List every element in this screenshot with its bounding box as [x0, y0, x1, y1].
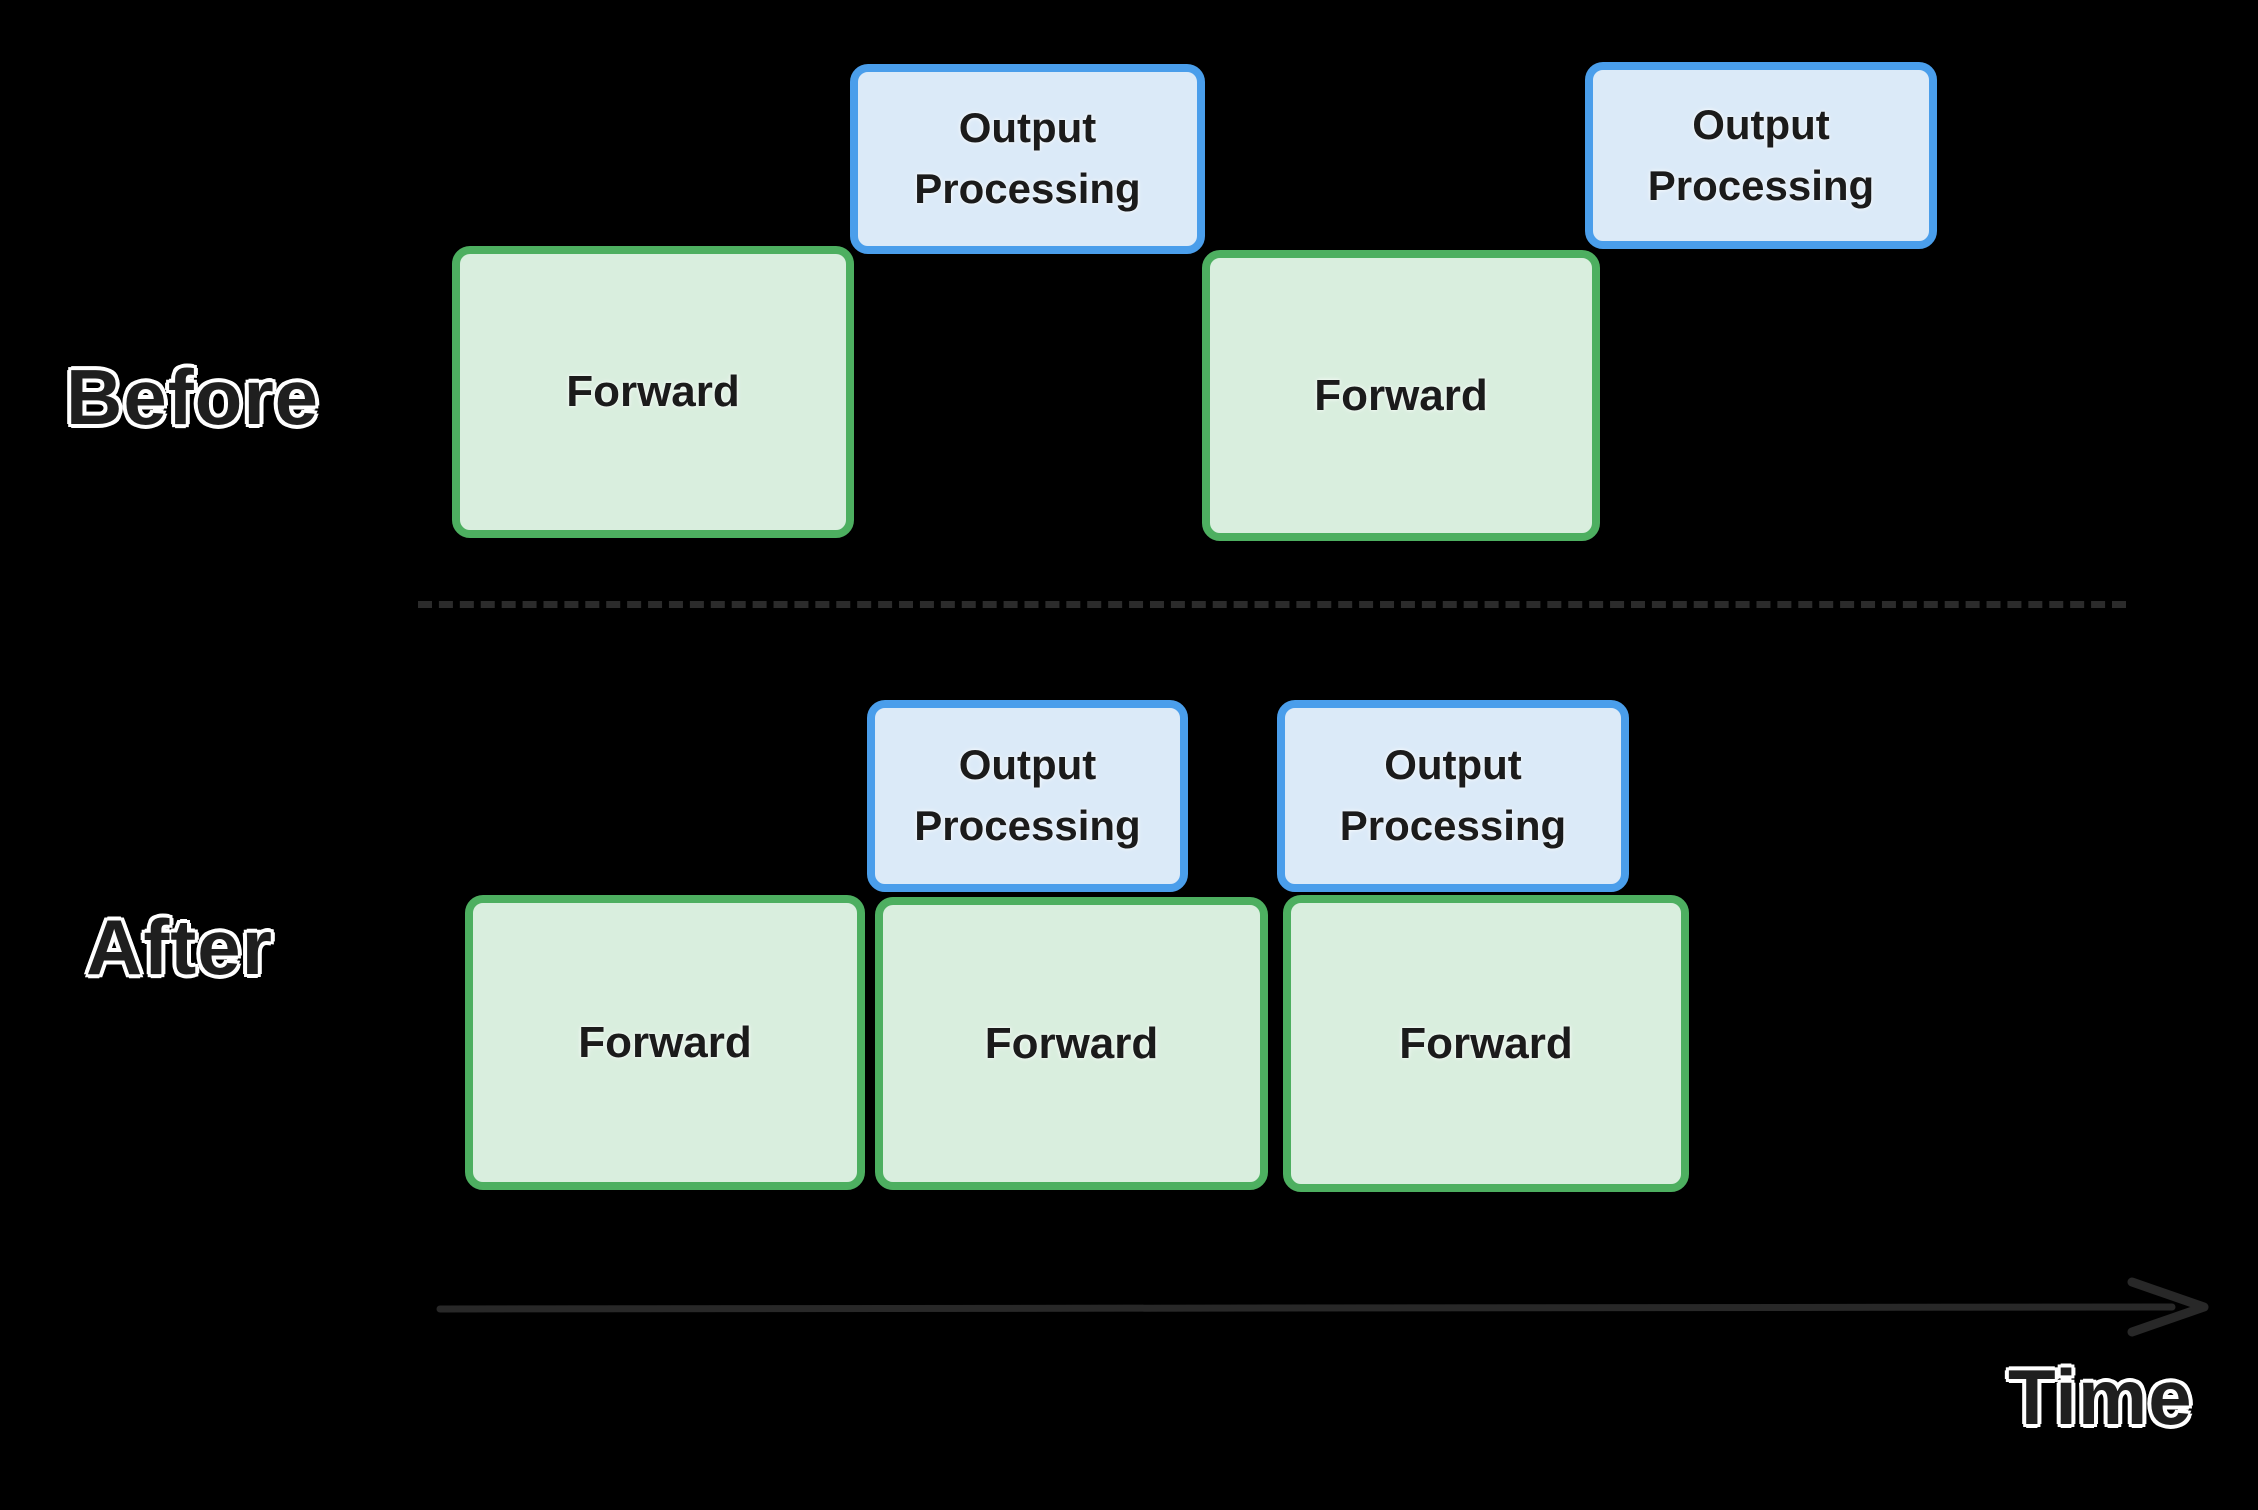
forward-box: Forward [875, 897, 1268, 1190]
output-processing-box-label: Output Processing [1647, 100, 1875, 209]
output-processing-box-label: Output Processing [914, 741, 1141, 849]
output-processing-box: Output Processing [850, 64, 1205, 254]
forward-box: Forward [452, 246, 854, 538]
forward-box-label: Forward [566, 367, 740, 416]
output-processing-box-label: Output Processing [914, 104, 1141, 212]
forward-box-label: Forward [1314, 370, 1488, 420]
row-separator-dashed-line [418, 601, 2126, 608]
forward-box: Forward [465, 895, 865, 1190]
output-processing-box: Output Processing [867, 700, 1188, 892]
arrowhead-icon [2127, 1277, 2209, 1337]
forward-box: Forward [1202, 250, 1600, 541]
output-processing-box: Output Processing [1585, 62, 1937, 249]
after-row-label: After [86, 903, 274, 991]
forward-box-label: Forward [984, 1018, 1159, 1068]
forward-box-label: Forward [578, 1017, 752, 1067]
time-axis-label: Time [2008, 1353, 2193, 1441]
before-row-label: Before [66, 353, 320, 441]
forward-box: Forward [1283, 895, 1689, 1192]
output-processing-box-label: Output Processing [1339, 741, 1567, 849]
output-processing-box: Output Processing [1277, 700, 1629, 892]
time-axis-arrow [436, 1277, 2209, 1337]
time-axis-line [436, 1303, 2176, 1313]
forward-box-label: Forward [1399, 1018, 1573, 1068]
